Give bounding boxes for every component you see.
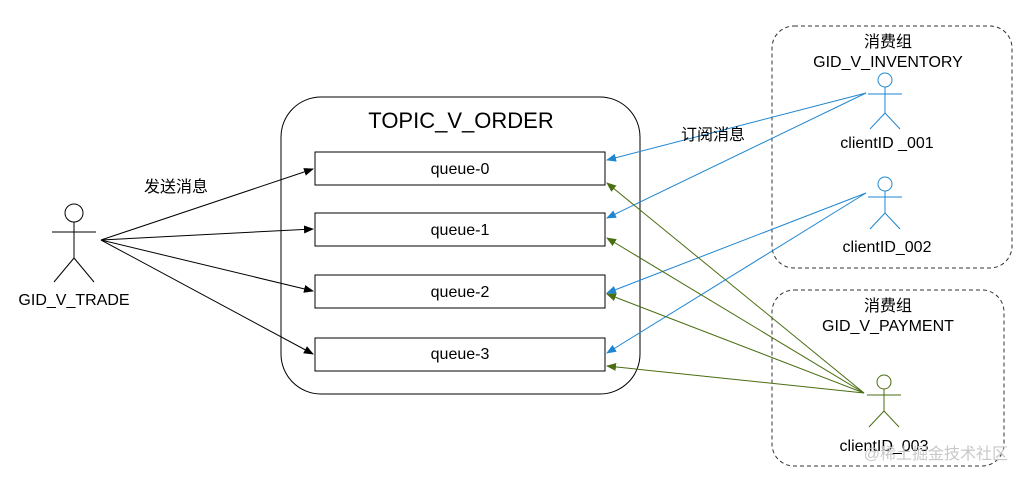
- client-003-edge-queue-2: [606, 293, 865, 394]
- consumer-group-payment-box: [771, 289, 1005, 467]
- client-003-actor-icon: [867, 374, 901, 428]
- queue-3-label: queue-3: [431, 346, 490, 363]
- queue-1-box: queue-1: [314, 212, 606, 247]
- client-002-edge-queue-3: [606, 192, 867, 354]
- group-inventory-name: GID_V_INVENTORY: [813, 54, 963, 71]
- client-003-edge-queue-0: [606, 182, 865, 394]
- inventory-edges: [606, 92, 867, 354]
- client-002-label: clientID_002: [843, 239, 932, 256]
- queue-1-label: queue-1: [431, 222, 490, 239]
- inventory-edge-label: 订阅消息: [681, 126, 745, 144]
- client-003-edge-queue-3: [606, 362, 865, 394]
- queue-2-label: queue-2: [431, 284, 490, 301]
- producer-edge-queue-0: [100, 168, 314, 241]
- producer-edges: [100, 168, 314, 355]
- payment-edges: [606, 182, 865, 394]
- group-payment-name: GID_V_PAYMENT: [822, 318, 954, 335]
- producer-actor-icon: [52, 203, 96, 283]
- consumer-group-inventory-box: [771, 25, 1013, 269]
- client-001-edge-queue-1: [606, 92, 867, 219]
- client-003-edge-queue-1: [606, 237, 865, 394]
- queue-3-box: queue-3: [314, 337, 606, 372]
- producer-name: GID_V_TRADE: [18, 292, 129, 309]
- client-001-actor-icon: [868, 72, 902, 130]
- client-001-label: clientID _001: [840, 135, 933, 152]
- producer-edge-label: 发送消息: [144, 178, 208, 196]
- queue-0-label: queue-0: [431, 161, 490, 178]
- topic-title: TOPIC_V_ORDER: [368, 108, 553, 133]
- client-002-actor-icon: [868, 176, 902, 230]
- client-001-edge-queue-0: [606, 92, 867, 162]
- client-003-label: clientID_003: [840, 438, 929, 455]
- producer-edge-queue-1: [100, 225, 314, 241]
- queue-0-box: queue-0: [314, 151, 606, 186]
- producer-edge-queue-3: [100, 239, 314, 355]
- queue-2-box: queue-2: [314, 274, 606, 309]
- producer-edge-queue-2: [100, 239, 314, 293]
- watermark: @稀土掘金技术社区: [864, 445, 1008, 463]
- group-payment-title: 消费组: [864, 297, 912, 315]
- client-002-edge-queue-2: [606, 192, 867, 294]
- group-inventory-title: 消费组: [864, 33, 912, 51]
